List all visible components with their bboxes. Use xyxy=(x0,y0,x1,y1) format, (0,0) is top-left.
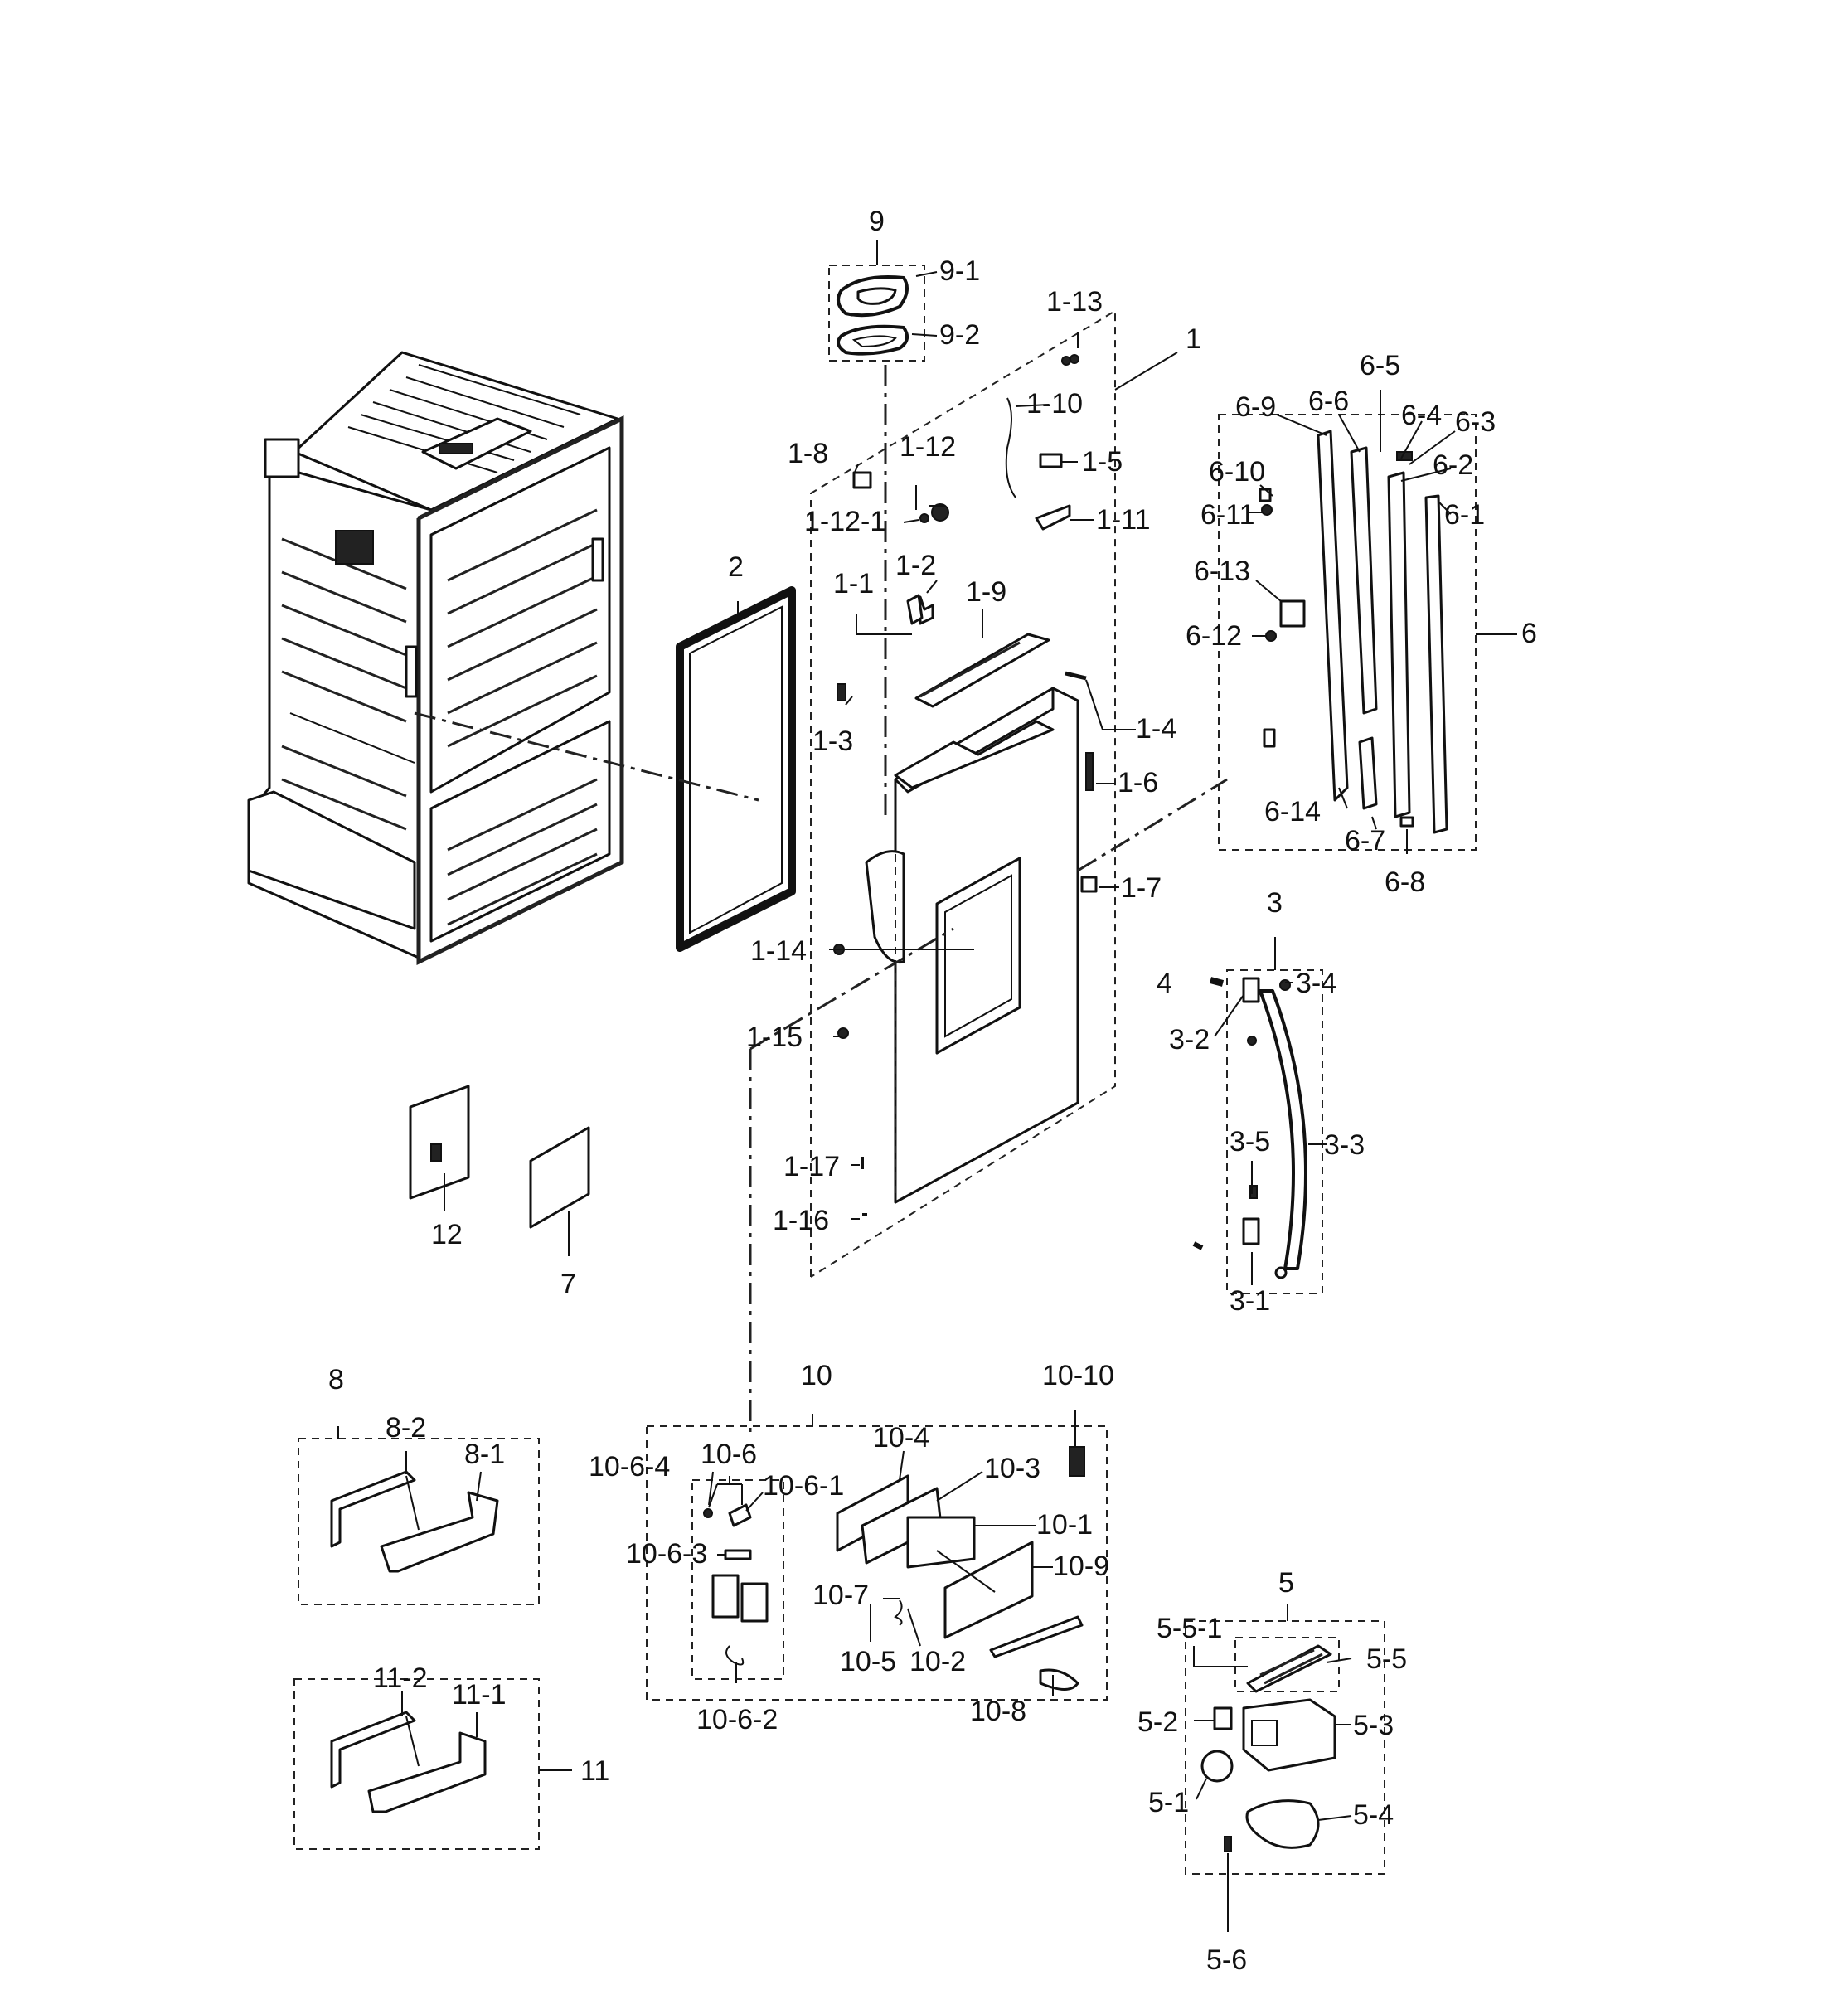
label-1-6: 1-6 xyxy=(1118,767,1158,798)
part-1-8-shape xyxy=(852,471,872,489)
label-1-12: 1-12 xyxy=(900,431,956,463)
label-8: 8 xyxy=(328,1364,344,1395)
label-5-3: 5-3 xyxy=(1353,1710,1394,1741)
label-10-6-1: 10-6-1 xyxy=(763,1470,844,1502)
label-1-5: 1-5 xyxy=(1082,446,1123,478)
leader-lines xyxy=(337,240,1517,1932)
label-5-2: 5-2 xyxy=(1137,1706,1178,1738)
label-6-10: 6-10 xyxy=(1209,456,1265,488)
label-1-8: 1-8 xyxy=(788,438,828,469)
part-9-group xyxy=(828,265,925,821)
label-10-5: 10-5 xyxy=(840,1646,896,1677)
label-1-10: 1-10 xyxy=(1026,388,1083,420)
label-10-4: 10-4 xyxy=(873,1422,929,1454)
label-11-1: 11-1 xyxy=(452,1679,507,1711)
label-10-6-3: 10-6-3 xyxy=(626,1538,707,1570)
label-1-14: 1-14 xyxy=(750,935,807,967)
label-2: 2 xyxy=(728,551,744,583)
label-10-2: 10-2 xyxy=(909,1646,966,1677)
door-gasket xyxy=(414,586,796,952)
label-10: 10 xyxy=(801,1360,832,1391)
label-6-9: 6-9 xyxy=(1235,391,1276,423)
label-6-7: 6-7 xyxy=(1345,825,1385,857)
label-10-6-2: 10-6-2 xyxy=(696,1704,778,1735)
label-5-4: 5-4 xyxy=(1353,1799,1394,1831)
label-12: 12 xyxy=(431,1219,463,1250)
label-5-5: 5-5 xyxy=(1366,1643,1407,1675)
label-3-5: 3-5 xyxy=(1230,1126,1270,1158)
label-10-8: 10-8 xyxy=(970,1696,1026,1727)
label-6-8: 6-8 xyxy=(1385,866,1425,898)
label-8-2: 8-2 xyxy=(386,1412,426,1444)
label-1-12-1: 1-12-1 xyxy=(804,506,885,537)
label-3-2: 3-2 xyxy=(1169,1024,1210,1056)
label-1-3: 1-3 xyxy=(812,726,853,757)
label-11-2: 11-2 xyxy=(373,1662,428,1694)
refrigerator-cabinet xyxy=(247,351,624,966)
label-10-7: 10-7 xyxy=(812,1580,869,1611)
label-1-15: 1-15 xyxy=(746,1022,803,1053)
label-10-6: 10-6 xyxy=(701,1439,757,1470)
part-10-group xyxy=(646,1425,1108,1701)
label-1-16: 1-16 xyxy=(773,1205,829,1236)
part-6-group xyxy=(1218,414,1477,851)
label-1-9: 1-9 xyxy=(966,576,1006,608)
label-5: 5 xyxy=(1278,1567,1294,1599)
part-3-handle xyxy=(1192,969,1323,1294)
part-7-cover xyxy=(529,1126,590,1229)
label-6-2: 6-2 xyxy=(1433,449,1473,481)
label-3-3: 3-3 xyxy=(1324,1129,1365,1161)
label-1-13: 1-13 xyxy=(1046,286,1103,318)
part-12-cover xyxy=(409,1085,470,1200)
label-1-2: 1-2 xyxy=(895,550,936,581)
label-3-1: 3-1 xyxy=(1230,1285,1270,1317)
label-5-1: 5-1 xyxy=(1148,1787,1189,1818)
label-9: 9 xyxy=(869,206,885,237)
label-1-1: 1-1 xyxy=(833,568,874,599)
label-6-11: 6-11 xyxy=(1200,499,1255,531)
label-1-17: 1-17 xyxy=(783,1151,840,1182)
label-1: 1 xyxy=(1186,323,1201,355)
label-1-7: 1-7 xyxy=(1121,872,1162,904)
label-6-1: 6-1 xyxy=(1444,499,1485,531)
label-10-6-4: 10-6-4 xyxy=(589,1451,670,1483)
part-11-group xyxy=(293,1678,540,1850)
label-6-4: 6-4 xyxy=(1401,400,1442,431)
label-3-4: 3-4 xyxy=(1296,968,1336,999)
part-5-group xyxy=(1185,1620,1385,1875)
callout-labels: 9 9-1 9-2 1-13 1 1-10 1-8 1-12 1-5 1-12-… xyxy=(328,206,1537,1976)
label-6-6: 6-6 xyxy=(1308,386,1349,417)
label-10-3: 10-3 xyxy=(984,1453,1040,1484)
label-1-4: 1-4 xyxy=(1136,713,1176,745)
label-9-1: 9-1 xyxy=(939,255,980,287)
label-5-6: 5-6 xyxy=(1206,1944,1247,1976)
part-8-group xyxy=(298,1438,540,1605)
label-6-13: 6-13 xyxy=(1194,556,1250,587)
label-3: 3 xyxy=(1267,887,1283,919)
label-6-3: 6-3 xyxy=(1455,406,1496,438)
label-6-5: 6-5 xyxy=(1360,350,1400,381)
label-7: 7 xyxy=(560,1269,576,1300)
label-9-2: 9-2 xyxy=(939,319,980,351)
label-1-11: 1-11 xyxy=(1096,504,1151,536)
label-10-1: 10-1 xyxy=(1036,1509,1093,1541)
label-4: 4 xyxy=(1157,968,1172,999)
label-5-5-1: 5-5-1 xyxy=(1157,1613,1222,1644)
label-10-10: 10-10 xyxy=(1042,1360,1114,1391)
fridge-door-assembly xyxy=(749,309,1228,1434)
label-11: 11 xyxy=(580,1755,609,1787)
label-6-12: 6-12 xyxy=(1186,620,1242,652)
label-6: 6 xyxy=(1521,618,1537,649)
label-8-1: 8-1 xyxy=(464,1439,505,1470)
label-10-9: 10-9 xyxy=(1053,1551,1109,1582)
label-6-14: 6-14 xyxy=(1264,796,1321,828)
